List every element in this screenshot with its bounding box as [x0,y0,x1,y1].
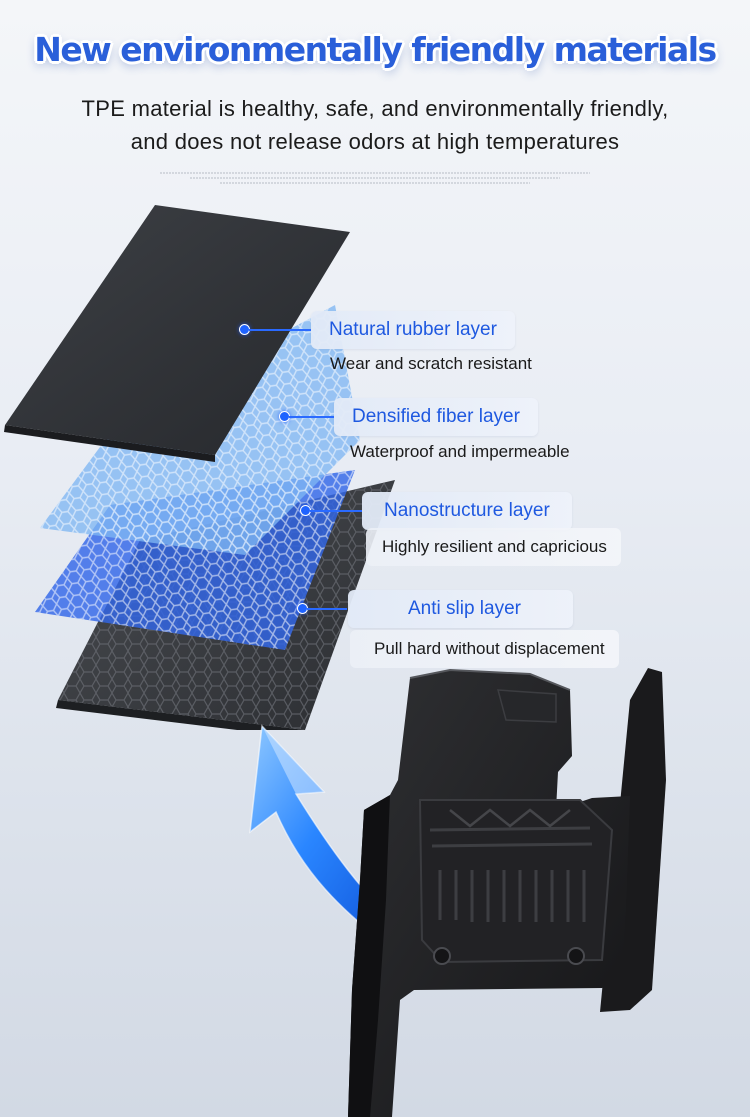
fine-print-lines [160,172,590,184]
leader-line-antislip [307,608,347,610]
fine-print-decoration [160,170,590,188]
mat-clip-left [433,947,451,965]
headline: New environmentally friendly materials [34,30,717,69]
anti-slip-description: Pull hard without displacement [350,630,619,668]
subtitle-line-1: TPE material is healthy, safe, and envir… [81,96,669,121]
anti-slip-label: Anti slip layer [348,590,573,628]
densified-fiber-description: Waterproof and impermeable [350,442,570,461]
leader-line-rubber [249,329,311,331]
nanostructure-description: Highly resilient and capricious [366,528,621,566]
subtitle-line-2: and does not release odors at high tempe… [130,129,620,154]
layer-stack-illustration [4,205,395,730]
natural-rubber-description: Wear and scratch resistant [330,354,532,373]
natural-rubber-layer-sheet [4,205,350,462]
nanostructure-label: Nanostructure layer [362,492,572,530]
leader-line-nano [310,510,362,512]
densified-fiber-label: Densified fiber layer [334,398,538,436]
floor-mat-product-icon [348,668,666,1117]
subtitle: TPE material is healthy, safe, and envir… [0,92,750,158]
natural-rubber-label: Natural rubber layer [311,311,515,349]
mat-clip-right [567,947,585,965]
leader-line-fiber [289,416,334,418]
